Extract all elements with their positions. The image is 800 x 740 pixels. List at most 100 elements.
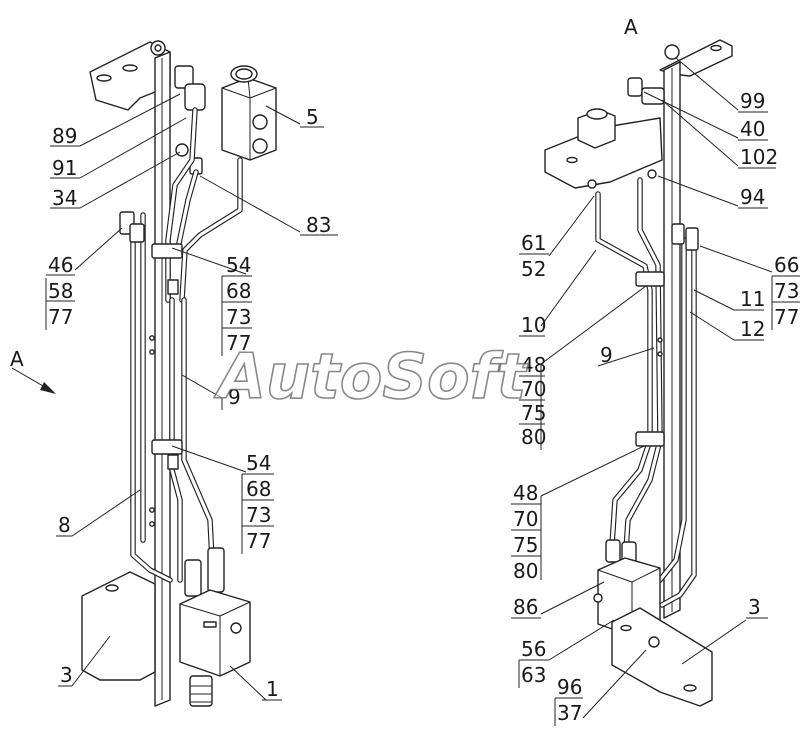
fitting [184, 559, 202, 597]
callout-54: 54 [246, 451, 271, 475]
left-leaders [71, 93, 301, 701]
callout-66: 66 [774, 253, 799, 277]
bar-hole [149, 335, 155, 341]
callout-54: 54 [226, 253, 251, 277]
block-port [252, 114, 268, 130]
callout-77: 77 [774, 305, 799, 329]
view-label-a: A [10, 347, 24, 371]
callout-37: 37 [557, 701, 582, 725]
fitting [685, 227, 699, 251]
clamp-clip [167, 279, 179, 295]
block-edge [249, 87, 277, 99]
left-callouts: 89 91 34 5 83 46 58 77 54 68 73 77 9 54 … [45, 105, 338, 701]
fitting [129, 223, 145, 243]
right-leaders [540, 57, 773, 719]
valve-block [179, 589, 251, 677]
callout-77: 77 [246, 529, 271, 553]
callout-68: 68 [226, 279, 251, 303]
callout-83: 83 [306, 213, 331, 237]
block-edge [221, 87, 251, 99]
callout-73: 73 [774, 279, 799, 303]
callout-48: 48 [521, 353, 546, 377]
bracket-hole [122, 64, 138, 72]
callout-96: 96 [557, 675, 582, 699]
bracket-hole [710, 44, 722, 52]
pipe [181, 297, 215, 563]
clamp [151, 439, 183, 455]
right-callouts: 99 40 102 94 61 52 66 73 77 11 12 10 9 4… [511, 89, 800, 726]
callout-70: 70 [513, 507, 538, 531]
block-port-bore [235, 68, 253, 80]
callout-80: 80 [521, 425, 546, 449]
bracket-hole [96, 74, 112, 82]
fitting [605, 539, 621, 563]
callout-3: 3 [60, 663, 73, 687]
callout-9: 9 [228, 385, 241, 409]
right-assembly: A [544, 15, 733, 707]
bracket-hole [105, 584, 119, 592]
clamp [635, 271, 665, 287]
callout-34: 34 [52, 186, 77, 210]
fitting [671, 223, 685, 245]
bar-hole [657, 337, 663, 343]
callout-80: 80 [513, 559, 538, 583]
fitting [184, 83, 206, 111]
valve-port [230, 622, 242, 634]
callout-56: 56 [521, 637, 546, 661]
bar-hole [149, 521, 155, 527]
top-fitting-bore [154, 44, 162, 52]
callout-46: 46 [48, 253, 73, 277]
callout-77: 77 [226, 331, 251, 355]
callout-91: 91 [52, 156, 77, 180]
view-label-a-right: A [624, 15, 638, 39]
left-assembly [81, 40, 277, 707]
watermark: AutoSoft [213, 340, 529, 413]
callout-5: 5 [306, 105, 319, 129]
callout-10: 10 [521, 313, 546, 337]
callout-48: 48 [513, 481, 538, 505]
clamp [151, 243, 183, 259]
block-port [252, 138, 268, 154]
valve-port [593, 593, 603, 603]
valve-outlet [189, 675, 213, 707]
callout-73: 73 [246, 503, 271, 527]
callout-3: 3 [748, 595, 761, 619]
callout-40: 40 [740, 117, 765, 141]
callout-77: 77 [48, 305, 73, 329]
callout-68: 68 [246, 477, 271, 501]
clamp [635, 431, 665, 447]
bottom-bracket [611, 607, 713, 707]
top-fitting [664, 44, 680, 60]
callout-58: 58 [48, 279, 73, 303]
valve-edge [219, 601, 251, 617]
callout-63: 63 [521, 663, 546, 687]
fitting-94 [647, 169, 657, 179]
bracket-hole [648, 636, 660, 648]
callout-94: 94 [740, 185, 765, 209]
valve-slot [203, 621, 217, 628]
bracket-hole [620, 624, 632, 632]
bar-hole [149, 507, 155, 513]
callout-75: 75 [513, 533, 538, 557]
plate-hole [566, 156, 578, 164]
view-arrowhead [40, 382, 56, 394]
bar-hole [657, 351, 663, 357]
callout-70: 70 [521, 377, 546, 401]
callout-102: 102 [740, 145, 778, 169]
callout-86: 86 [513, 595, 538, 619]
callout-12: 12 [740, 317, 765, 341]
plate-hole [587, 179, 597, 189]
callout-8: 8 [58, 513, 71, 537]
fitting [175, 143, 189, 157]
callout-89: 89 [52, 124, 77, 148]
fitting [627, 77, 643, 97]
clamp-clip [167, 454, 179, 470]
valve-edge [631, 567, 661, 583]
fitting [207, 547, 225, 593]
bar-hole [149, 349, 155, 355]
callout-52: 52 [521, 257, 546, 281]
bracket-hole [683, 684, 697, 692]
callout-75: 75 [521, 401, 546, 425]
